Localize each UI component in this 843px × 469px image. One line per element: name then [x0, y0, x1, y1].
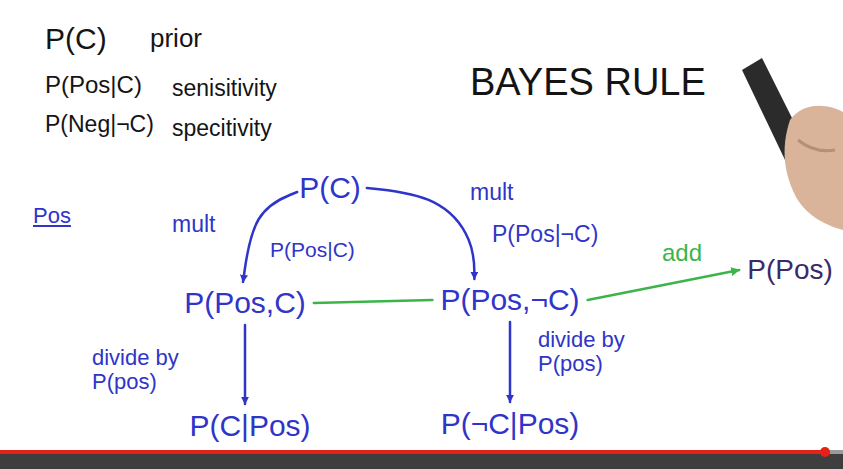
connector [509, 322, 512, 402]
edge-label: mult [172, 212, 215, 237]
formula-text: P(Pos,¬C) [440, 283, 579, 317]
annotation: P(Pos|C) [45, 72, 142, 98]
hand [785, 106, 843, 230]
annotation: P(C) [45, 22, 107, 55]
progress-played [0, 450, 825, 454]
formula-node: P(Pos,¬C) [436, 281, 583, 319]
formula-text: P(C|Pos) [189, 409, 310, 443]
video-bar-ground [0, 454, 843, 469]
edge-label: divide by P(pos) [92, 346, 210, 394]
annotation: P(Pos|C) [270, 238, 355, 261]
formula-text: P(¬C|Pos) [441, 407, 580, 441]
connector [314, 300, 433, 303]
annotation: P(Pos|¬C) [492, 222, 598, 247]
edge-label: add [662, 240, 702, 266]
formula-node: P(Pos,C) [180, 284, 310, 322]
formula-node: P(¬C|Pos) [437, 405, 584, 443]
formula-text: P(Pos,C) [184, 286, 306, 320]
hand-with-marker [742, 58, 843, 230]
connector [367, 188, 475, 279]
edge-label: divide by P(pos) [538, 328, 656, 376]
hand-shade [798, 140, 835, 151]
annotation: P(Neg|¬C) [45, 112, 154, 137]
formula-node: P(Pos) [743, 252, 837, 288]
connector [588, 270, 740, 300]
formula-node: P(C) [295, 169, 365, 207]
formula-node: P(C|Pos) [185, 407, 314, 445]
title: BAYES RULE [470, 62, 706, 104]
connector [243, 192, 297, 282]
edge-label: mult [470, 180, 513, 205]
annotation: specitivity [172, 116, 272, 141]
annotation: senisitivity [172, 76, 277, 101]
connector [244, 325, 247, 404]
formula-text: P(Pos) [747, 254, 833, 286]
progress-knob [820, 447, 830, 457]
annotation: Pos [33, 204, 71, 228]
annotation: prior [150, 24, 202, 53]
formula-text: P(C) [299, 171, 361, 205]
